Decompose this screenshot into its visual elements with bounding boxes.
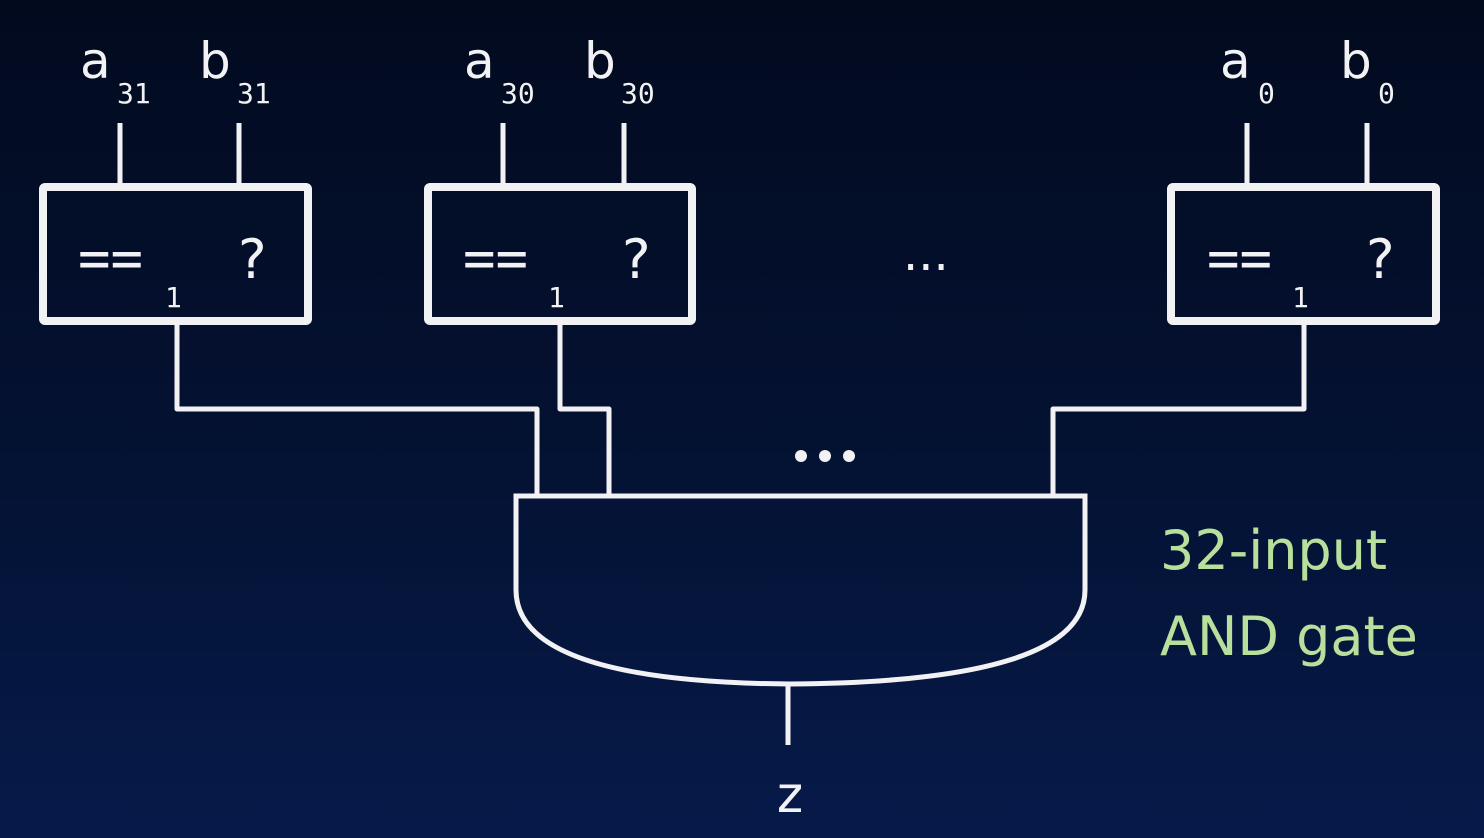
output-z-label: z — [777, 766, 803, 824]
input-a30-label: a — [464, 32, 495, 90]
input-a0-label: a — [1220, 32, 1251, 90]
operator-subscript: 1 — [1292, 281, 1309, 314]
comparator-bit30: a 30 b 30 == 1 ? — [424, 32, 696, 325]
comparator-bit31: a 31 b 31 == 1 ? — [39, 32, 312, 325]
input-b0-label: b — [1340, 32, 1372, 90]
operator-subscript: 1 — [165, 281, 182, 314]
operator-subscript: 1 — [548, 281, 565, 314]
input-b31-label: b — [199, 32, 231, 90]
input-b0-subscript: 0 — [1378, 77, 1395, 110]
input-a31-subscript: 31 — [117, 77, 151, 110]
question-mark: ? — [622, 228, 651, 291]
gate-inputs-ellipsis — [795, 450, 855, 462]
input-b30-label: b — [584, 32, 616, 90]
input-b31-subscript: 31 — [237, 77, 271, 110]
input-a31-label: a — [80, 32, 111, 90]
question-mark: ? — [238, 228, 267, 291]
input-a0-subscript: 0 — [1258, 77, 1275, 110]
wire-bit31-to-and — [174, 324, 540, 494]
equality-comparator-box — [1167, 183, 1440, 325]
equals-operator: == — [78, 227, 143, 290]
equality-comparator-box — [424, 183, 696, 325]
input-b30-subscript: 30 — [621, 77, 655, 110]
question-mark: ? — [1366, 228, 1395, 291]
wire-bit30-to-and — [557, 324, 612, 494]
comparator-bit0: a 0 b 0 == 1 ? — [1167, 32, 1440, 325]
equals-operator: == — [1207, 227, 1272, 290]
equality-comparator-box — [39, 183, 312, 325]
comparators-ellipsis: ... — [903, 226, 949, 282]
input-a30-subscript: 30 — [501, 77, 535, 110]
and-gate-shape — [513, 493, 1088, 687]
wire-bit0-to-and — [1050, 324, 1307, 494]
gate-annotation-line2: AND gate — [1160, 605, 1418, 668]
equals-operator: == — [463, 227, 528, 290]
gate-annotation-line1: 32-input — [1160, 519, 1387, 582]
